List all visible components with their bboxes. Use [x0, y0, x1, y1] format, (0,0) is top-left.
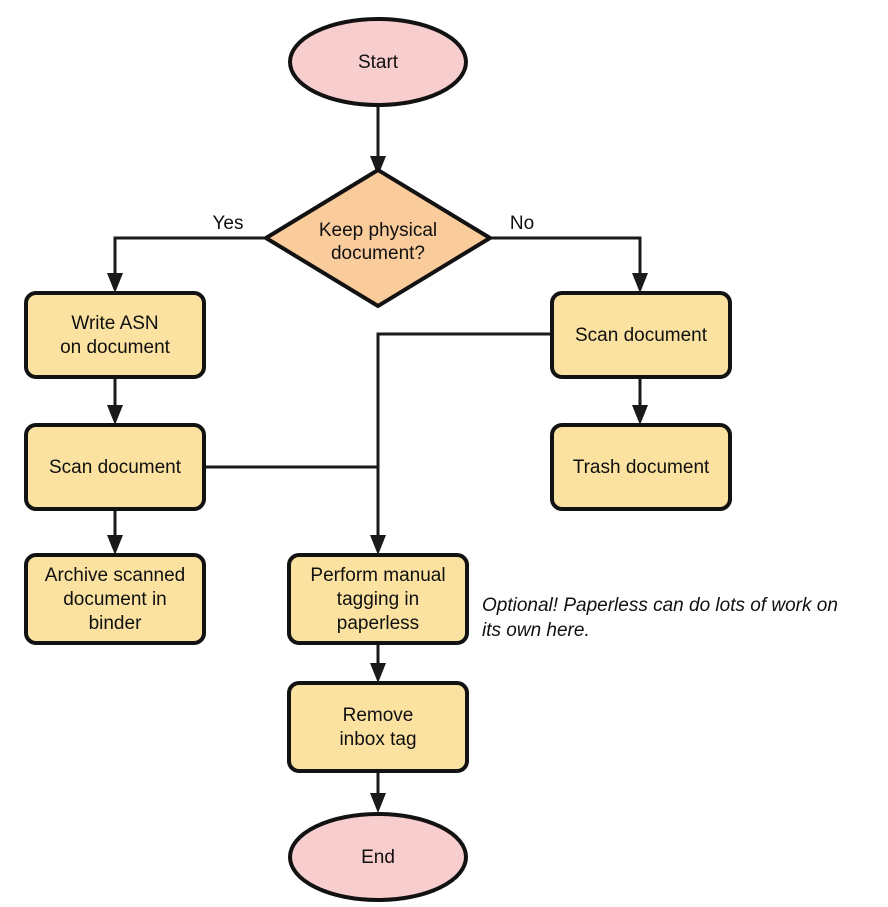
tagging-rect[interactable]	[287, 553, 469, 645]
write-asn-label-line1: Write ASN	[71, 313, 158, 334]
node-decision-keep-physical-document[interactable]: Keep physical document?	[264, 168, 492, 308]
edge-removeinbox-to-end	[370, 771, 386, 813]
write-asn-label-line2: on document	[60, 337, 171, 358]
node-archive-scanned-document[interactable]: Archive scanned document in binder	[24, 553, 206, 645]
arrow-head-scanleft-archive	[107, 535, 123, 555]
edge-line-decision-yes	[113, 236, 266, 279]
archive-rect[interactable]	[24, 553, 206, 645]
arrow-head-removeinbox-end	[370, 793, 386, 813]
scan-document-right-rect[interactable]	[550, 291, 732, 379]
trash-document-rect[interactable]	[550, 423, 732, 511]
arrow-head-start-decision	[370, 156, 386, 176]
start-label: Start	[358, 52, 399, 73]
edge-decision-no	[490, 236, 648, 293]
scan-document-left-label: Scan document	[49, 457, 182, 478]
node-trash-document[interactable]: Trash document	[550, 423, 732, 511]
tagging-label-line3: paperless	[337, 613, 419, 634]
tagging-label-line2: tagging in	[337, 589, 419, 610]
arrow-head-tagging-removeinbox	[370, 663, 386, 683]
edge-scanleft-to-archive	[107, 509, 123, 555]
edge-label-no: No	[510, 213, 534, 234]
edge-tagging-to-removeinbox	[370, 643, 386, 683]
scan-document-right-label: Scan document	[575, 325, 708, 346]
remove-inbox-rect[interactable]	[287, 681, 469, 773]
edge-start-to-decision	[370, 105, 386, 176]
write-asn-rect[interactable]	[24, 291, 206, 379]
node-scan-document-right[interactable]: Scan document	[550, 291, 732, 379]
node-remove-inbox-tag[interactable]: Remove inbox tag	[287, 681, 469, 773]
edge-scanright-to-trash	[632, 377, 648, 425]
end-label: End	[361, 847, 395, 868]
edge-decision-yes	[107, 236, 266, 293]
arrow-head-writeasn-scanleft	[107, 405, 123, 425]
decision-label-line2: document?	[331, 243, 425, 264]
node-write-asn[interactable]: Write ASN on document	[24, 291, 206, 379]
archive-label-line3: binder	[89, 613, 142, 634]
edges-group	[107, 105, 648, 813]
archive-label-line2: document in	[63, 589, 167, 610]
arrow-head-decision-yes	[107, 273, 123, 293]
trash-document-label: Trash document	[573, 457, 710, 478]
annotation-line1: Optional! Paperless can do lots of work …	[482, 595, 838, 616]
end-ellipse[interactable]	[288, 812, 468, 902]
edge-scanright-to-tagging	[370, 332, 552, 555]
scan-document-left-rect[interactable]	[24, 423, 206, 511]
start-ellipse[interactable]	[288, 17, 468, 107]
decision-diamond[interactable]	[264, 168, 492, 308]
node-end[interactable]: End	[288, 812, 468, 902]
annotation-optional-note: Optional! Paperless can do lots of work …	[482, 595, 838, 641]
remove-inbox-label-line2: inbox tag	[339, 729, 416, 750]
archive-label-line1: Archive scanned	[45, 565, 185, 586]
arrow-head-scanright-trash	[632, 405, 648, 425]
arrow-head-merge-tagging	[370, 535, 386, 555]
edge-writeasn-to-scanleft	[107, 377, 123, 425]
annotation-line2: its own here.	[482, 620, 590, 641]
edge-line-scanright-merge	[376, 332, 552, 541]
tagging-label-line1: Perform manual	[310, 565, 445, 586]
edge-label-yes: Yes	[213, 213, 244, 234]
node-scan-document-left[interactable]: Scan document	[24, 423, 206, 511]
remove-inbox-label-line1: Remove	[343, 705, 414, 726]
arrow-head-decision-no	[632, 273, 648, 293]
node-perform-manual-tagging[interactable]: Perform manual tagging in paperless	[287, 553, 469, 645]
edge-line-decision-no	[490, 236, 642, 279]
node-start[interactable]: Start	[288, 17, 468, 107]
decision-label-line1: Keep physical	[319, 220, 437, 241]
